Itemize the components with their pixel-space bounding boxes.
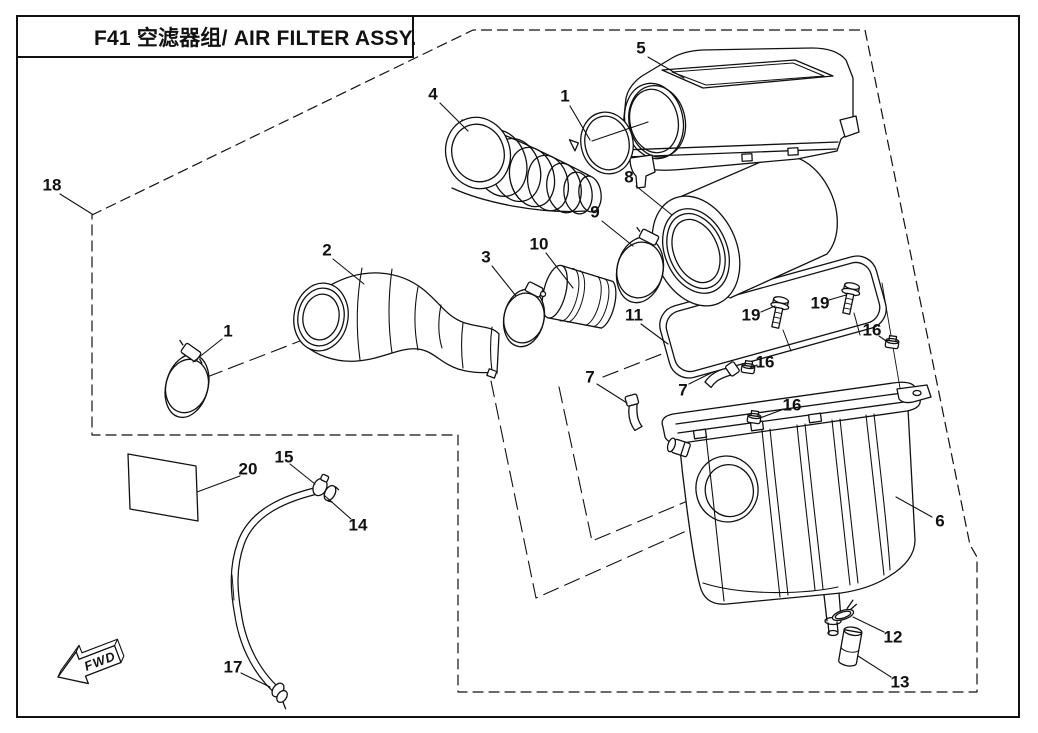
projection-lines: [206, 328, 722, 599]
part-1-clamp-ring: [568, 111, 634, 175]
callout-13: 13: [890, 672, 910, 692]
callout-19: 19: [741, 305, 761, 325]
callout-16: 16: [755, 352, 775, 372]
callout-15: 15: [274, 447, 294, 467]
part-3-clamp: [502, 281, 547, 348]
part-16-nut: [740, 359, 756, 375]
part-6-airbox-housing: [661, 381, 932, 637]
callout-11: 11: [625, 305, 643, 325]
callout-9: 9: [590, 202, 600, 222]
callout-1: 1: [560, 86, 570, 106]
part-8-filter-element: [651, 154, 838, 307]
callout-20: 20: [238, 459, 258, 479]
callout-17: 17: [223, 657, 243, 677]
part-14-drain-hose: [230, 473, 340, 710]
assembly-boundary-dashed: [91, 29, 978, 693]
housing-drain-fitting: [666, 437, 691, 458]
part-7-clip: [624, 393, 643, 432]
fwd-arrow: [57, 638, 125, 685]
callout-12: 12: [883, 627, 903, 647]
part-17-hose-clamp: [271, 682, 288, 710]
callout-1: 1: [223, 321, 233, 341]
callout-18: 18: [42, 175, 62, 195]
leader-lines: [59, 56, 933, 688]
callout-16: 16: [862, 320, 882, 340]
callout-2: 2: [322, 240, 332, 260]
part-10-sleeve: [541, 264, 617, 329]
callout-8: 8: [624, 167, 634, 187]
part-19-bolt: [841, 282, 861, 315]
callout-16: 16: [782, 395, 802, 415]
callout-14: 14: [348, 515, 368, 535]
part-19-bolt: [770, 296, 790, 329]
callout-4: 4: [428, 84, 438, 104]
callout-3: 3: [481, 247, 491, 267]
part-13-drain-plug: [838, 626, 863, 667]
callout-7: 7: [585, 367, 595, 387]
page-border: [16, 15, 1020, 718]
part-9-clamp: [615, 227, 665, 304]
callout-7: 7: [678, 380, 688, 400]
part-5-cover: [620, 47, 860, 189]
part-2-intake-hose: [293, 267, 500, 379]
part-20-decal: [127, 453, 199, 522]
part-7-clip: [704, 361, 740, 389]
page-title: F41 空滤器组/ AIR FILTER ASSY.: [94, 26, 417, 50]
part-16-nut: [746, 409, 762, 425]
callout-10: 10: [529, 234, 549, 254]
part-12-clamp: [831, 599, 858, 622]
part-1-hose-clamp: [164, 339, 210, 419]
callout-6: 6: [935, 511, 945, 531]
callout-19: 19: [810, 293, 830, 313]
title-box: F41 空滤器组/ AIR FILTER ASSY.: [16, 15, 417, 58]
part-4-intake-duct: [444, 116, 602, 215]
callout-5: 5: [636, 38, 646, 58]
